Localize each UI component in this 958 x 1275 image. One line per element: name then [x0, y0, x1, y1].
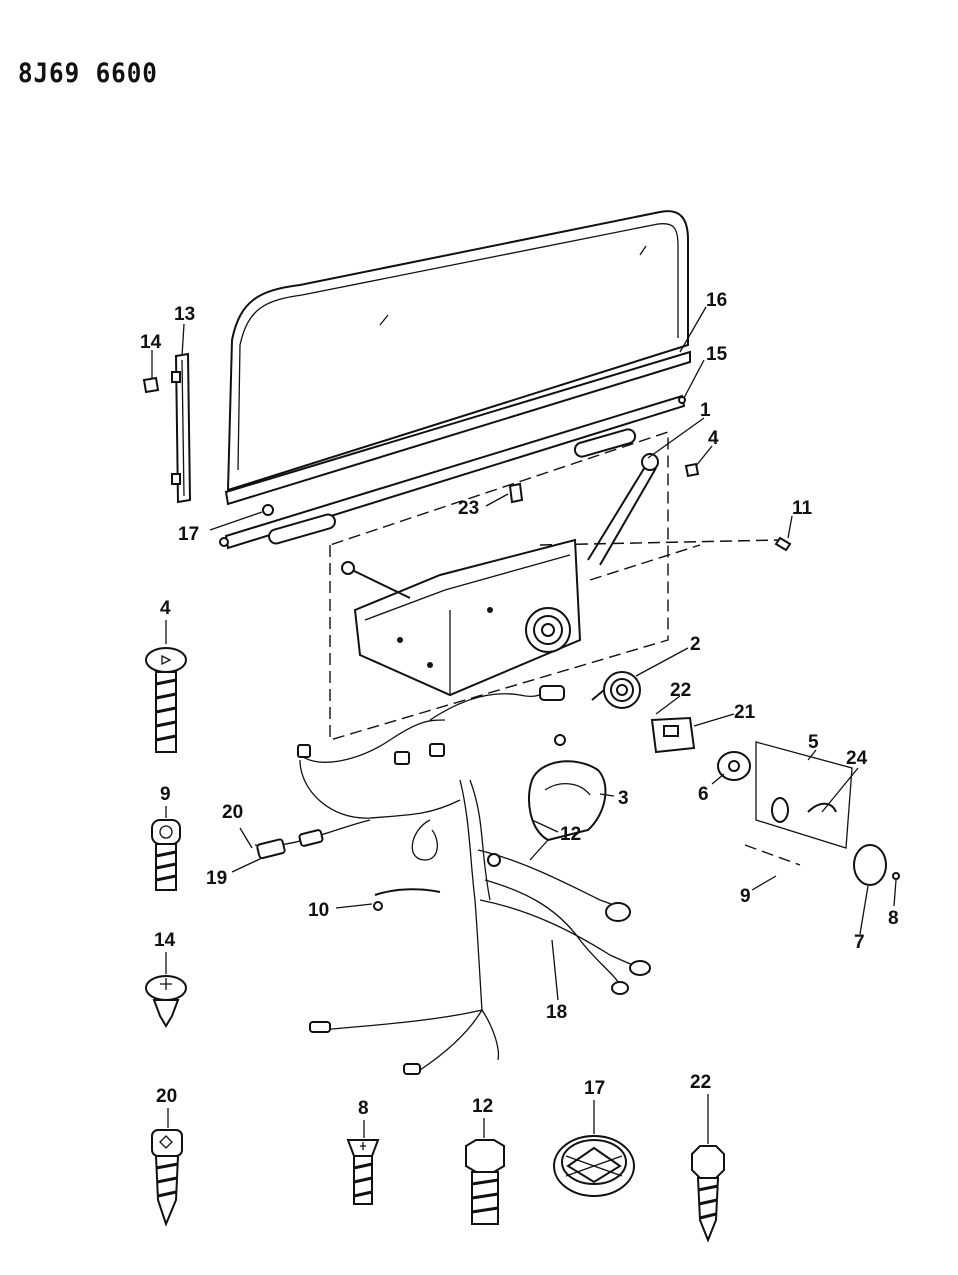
fastener-17-grommet — [553, 1135, 635, 1197]
fastener-12 — [465, 1139, 505, 1225]
legend-label-4: 4 — [160, 598, 171, 619]
bezel-6 — [717, 751, 751, 781]
callout-24: 24 — [846, 748, 868, 769]
legend-arrows — [165, 620, 709, 1144]
diagram-code: 8J69 6600 — [18, 58, 158, 89]
fastener-14 — [145, 975, 187, 1028]
connector-19 — [256, 829, 324, 860]
leader-lines — [151, 306, 897, 1001]
counterbalance-spring-2 — [591, 671, 641, 709]
callout-3: 3 — [618, 788, 629, 809]
callout-5: 5 — [808, 732, 819, 753]
callout-4: 4 — [708, 428, 719, 449]
fastener-9 — [151, 819, 181, 891]
callout-15: 15 — [706, 344, 728, 365]
fastener-20 — [151, 1129, 183, 1227]
fastener-8 — [346, 1139, 380, 1205]
callout-14: 14 — [140, 332, 162, 353]
callout-8: 8 — [888, 908, 899, 929]
callout-21: 21 — [734, 702, 756, 723]
run-channel-13 — [142, 352, 192, 504]
legend-label-14: 14 — [154, 930, 176, 951]
fastener-4 — [145, 647, 187, 753]
callout-20: 20 — [222, 802, 243, 823]
legend-label-22: 22 — [690, 1072, 711, 1093]
fastener-22 — [691, 1145, 725, 1243]
lift-channel-15 — [219, 394, 686, 550]
callout-17: 17 — [178, 524, 199, 545]
glass-channel-16 — [224, 350, 691, 506]
door-inner-panel-outline — [329, 431, 781, 741]
plate-5 — [744, 741, 853, 866]
callout-labels: 13 14 16 15 1 4 11 23 17 2 22 21 5 24 6 … — [140, 290, 899, 1119]
callout-12: 12 — [560, 824, 581, 845]
callout-16: 16 — [706, 290, 727, 311]
callout-13: 13 — [174, 304, 195, 325]
window-glass — [226, 210, 689, 492]
callout-23: 23 — [458, 498, 479, 519]
callout-18: 18 — [546, 1002, 567, 1023]
switch-21 — [650, 716, 696, 754]
callout-6: 6 — [698, 784, 709, 805]
legend-label-17: 17 — [584, 1078, 605, 1099]
legend-label-8: 8 — [358, 1098, 369, 1119]
callout-10: 10 — [308, 900, 329, 921]
callout-9: 9 — [740, 886, 751, 907]
callout-1: 1 — [700, 400, 711, 421]
callout-7: 7 — [854, 932, 865, 953]
callout-2: 2 — [690, 634, 701, 655]
knob-7 — [853, 844, 887, 886]
legend-label-20: 20 — [156, 1086, 177, 1107]
callout-11: 11 — [792, 498, 813, 519]
legend-label-12: 12 — [472, 1096, 493, 1117]
callout-22: 22 — [670, 680, 691, 701]
window-regulator-1 — [341, 453, 659, 697]
motor-3 — [528, 760, 607, 861]
wiring-harness-18 — [254, 685, 651, 1075]
legend-label-9: 9 — [160, 784, 171, 805]
callout-19: 19 — [206, 868, 227, 889]
